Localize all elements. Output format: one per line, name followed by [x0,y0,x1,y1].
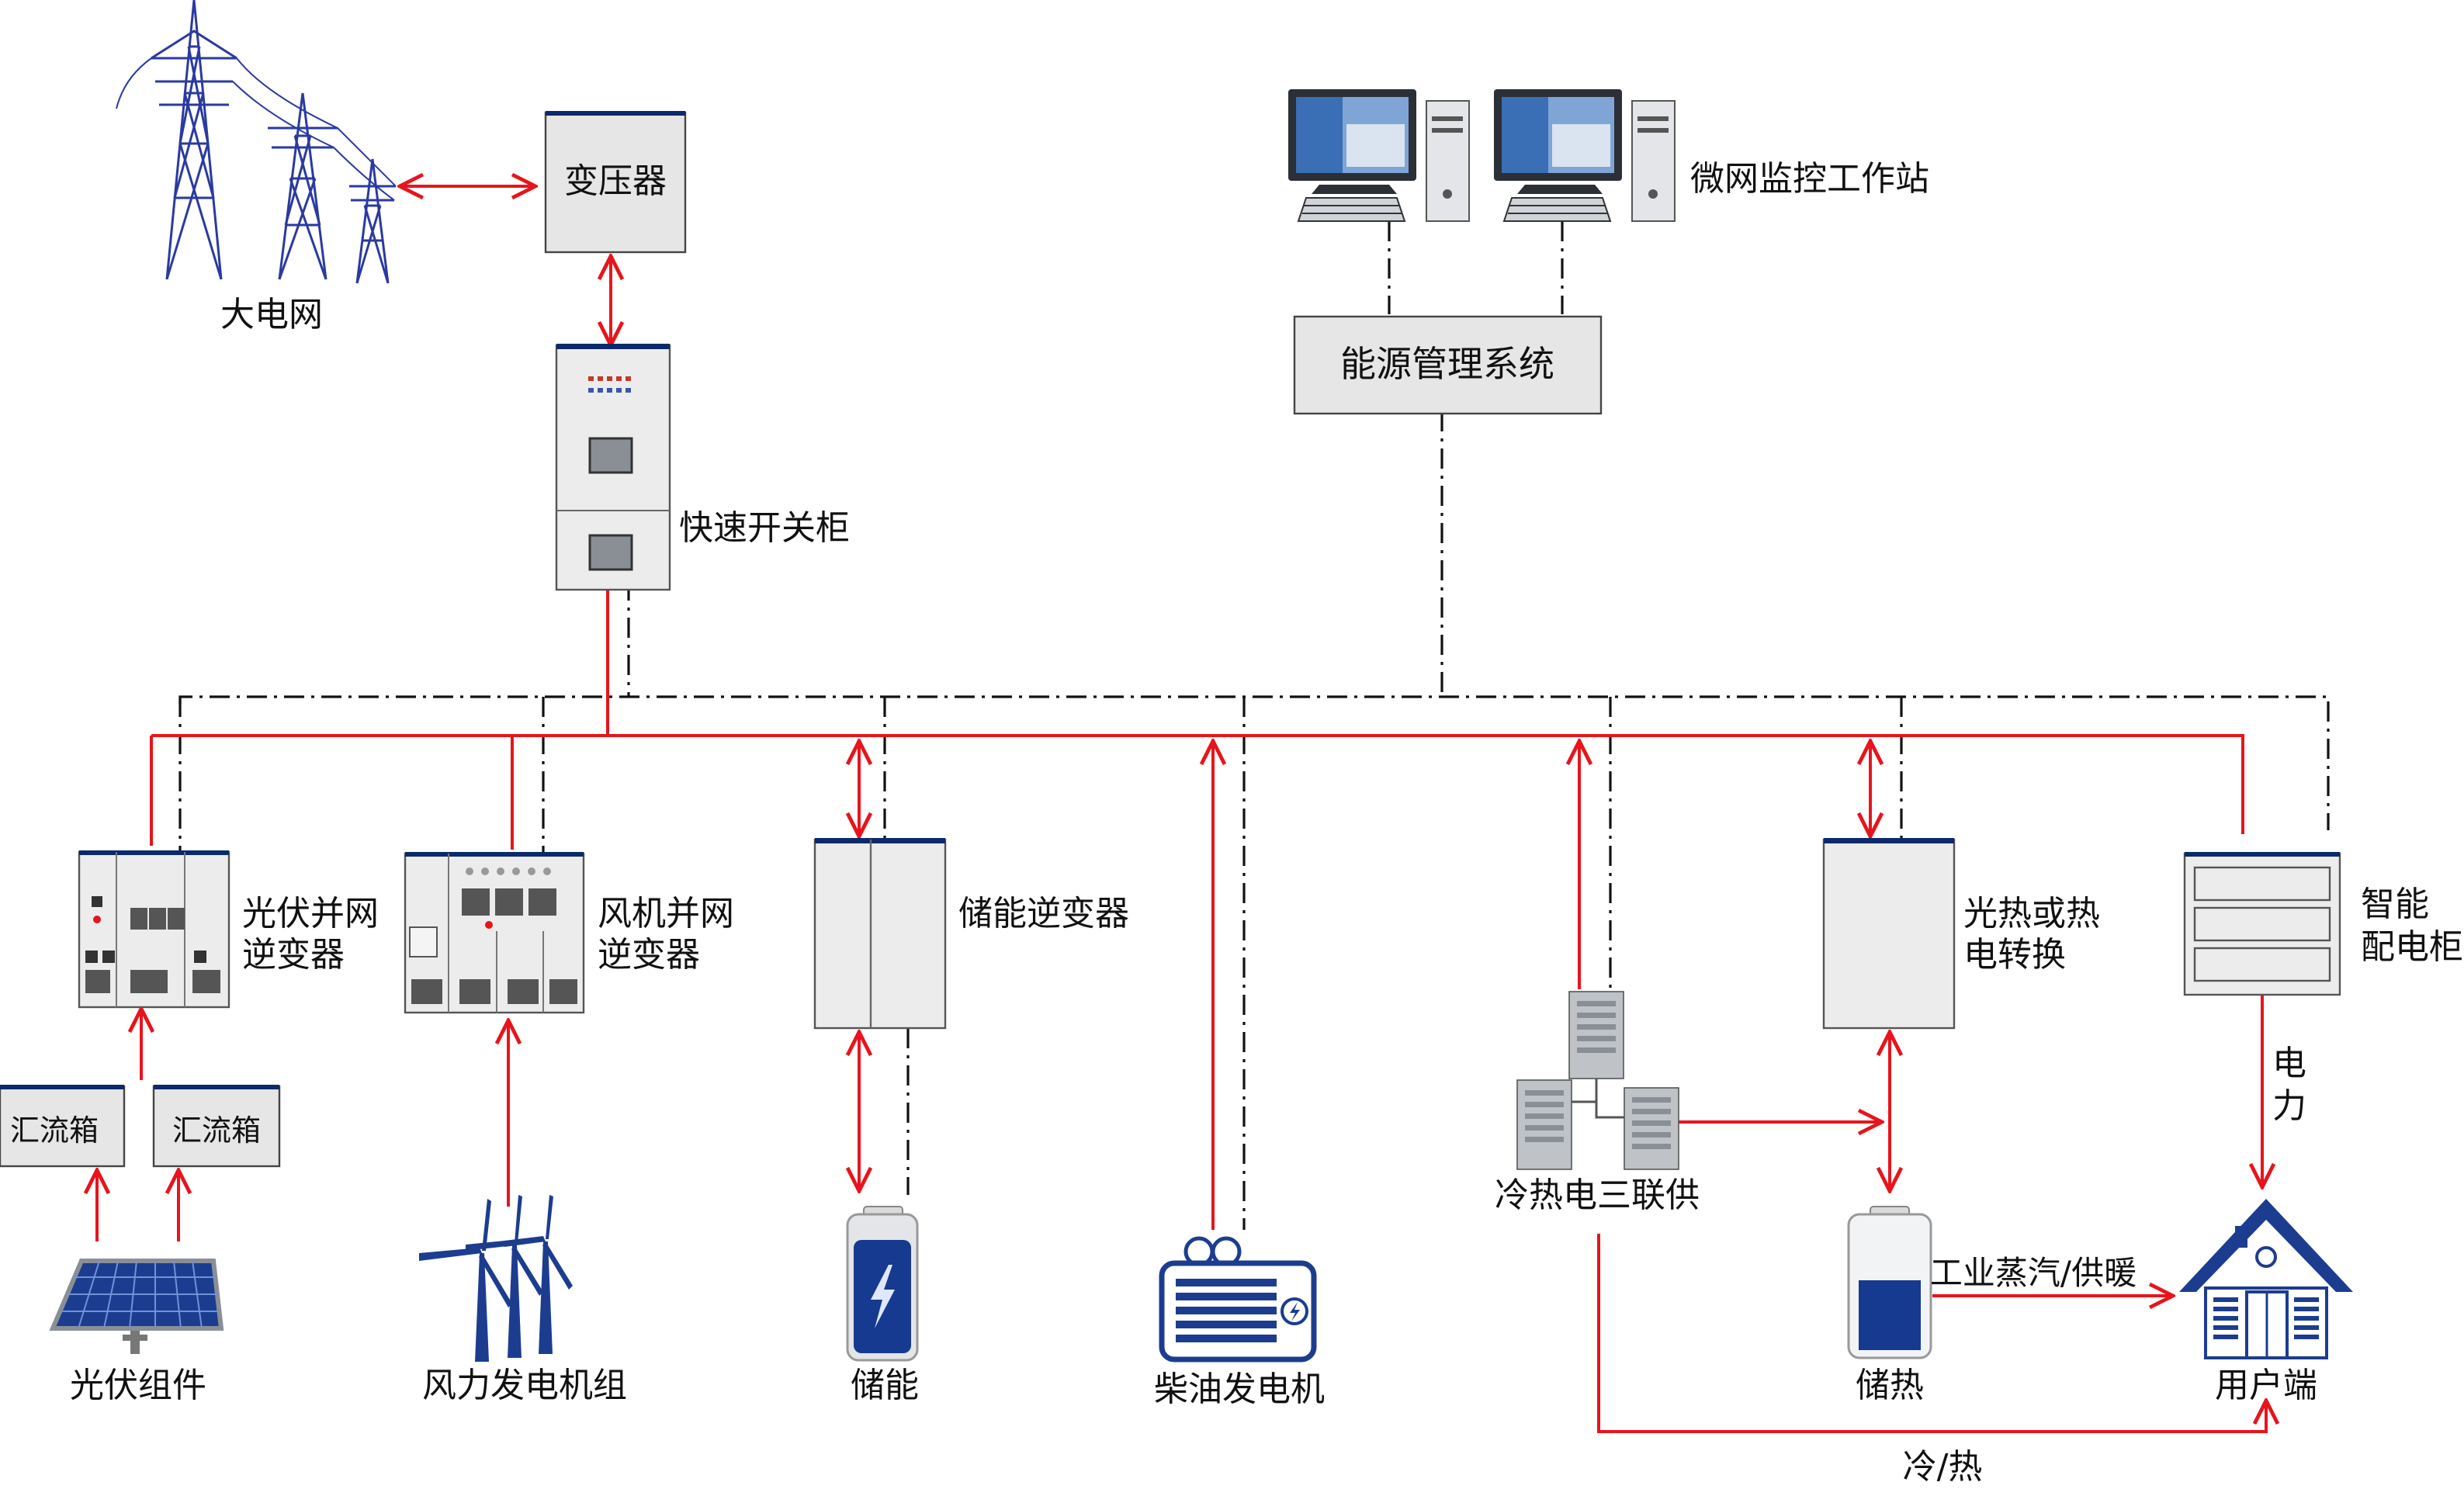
solar-panel-icon [49,1259,224,1354]
wind-turbine-icon [419,1195,573,1362]
grid-label: 大电网 [220,295,323,334]
combiner-label-2: 汇流箱 [172,1113,261,1148]
fast-switch-label: 快速开关柜 [679,508,850,548]
combiner-label-1: 汇流箱 [10,1113,99,1148]
smart-cabinet-label-2: 配电柜 [2361,927,2463,967]
transformer-label: 变压器 [564,161,667,201]
fast-switch-cabinet [555,344,671,591]
combiner-box-1 [0,1085,126,1168]
wind-inverter-label-2: 逆变器 [598,935,700,975]
pv-modules-label: 光伏组件 [70,1366,206,1405]
house-icon [2179,1199,2353,1359]
storage-inverter-label: 储能逆变器 [958,894,1129,933]
cchp-label: 冷热电三联供 [1495,1176,1700,1215]
heat-storage-label: 储热 [1856,1366,1924,1405]
workstation-label: 微网监控工作站 [1690,159,1929,199]
wind-turbines-label: 风力发电机组 [422,1366,627,1405]
solar-heat-converter-cabinet [1822,838,1956,1030]
pv-inverter-cabinet [78,850,230,1009]
pv-inverter-label-1: 光伏并网 [242,894,379,933]
ems-label: 能源管理系统 [1340,343,1554,385]
pv-inverter-label-2: 逆变器 [242,935,345,975]
comm-lines [178,221,2330,1230]
transmission-tower-icon [116,0,397,284]
cchp-plant-icon [1516,991,1679,1170]
workstation-computer-icon [1288,89,1676,222]
power-label-2: 力 [2272,1086,2306,1126]
smart-cabinet-label-1: 智能 [2361,885,2429,924]
solar-heat-label-2: 电转换 [1963,935,2066,975]
power-label-1: 电 [2272,1044,2306,1083]
combiner-box-2 [152,1085,281,1168]
smart-distribution-cabinet [2183,852,2341,996]
wind-inverter-cabinet [404,852,585,1014]
storage-inverter-cabinet [813,838,947,1030]
diesel-generator-icon [1159,1236,1317,1363]
heat-storage-icon [1847,1206,1932,1359]
wind-inverter-label-1: 风机并网 [598,894,734,933]
battery-icon [846,1206,919,1362]
cold-heat-label: 冷/热 [1903,1447,1983,1487]
transformer-box [544,111,687,254]
user-end-label: 用户端 [2215,1366,2317,1405]
ems-box [1293,315,1603,415]
solar-heat-label-1: 光热或热 [1963,894,2100,933]
power-lines [97,186,2266,1433]
storage-label: 储能 [851,1366,919,1405]
diesel-label: 柴油发电机 [1154,1370,1325,1409]
steam-heating-label: 工业蒸汽/供暖 [1930,1254,2137,1292]
